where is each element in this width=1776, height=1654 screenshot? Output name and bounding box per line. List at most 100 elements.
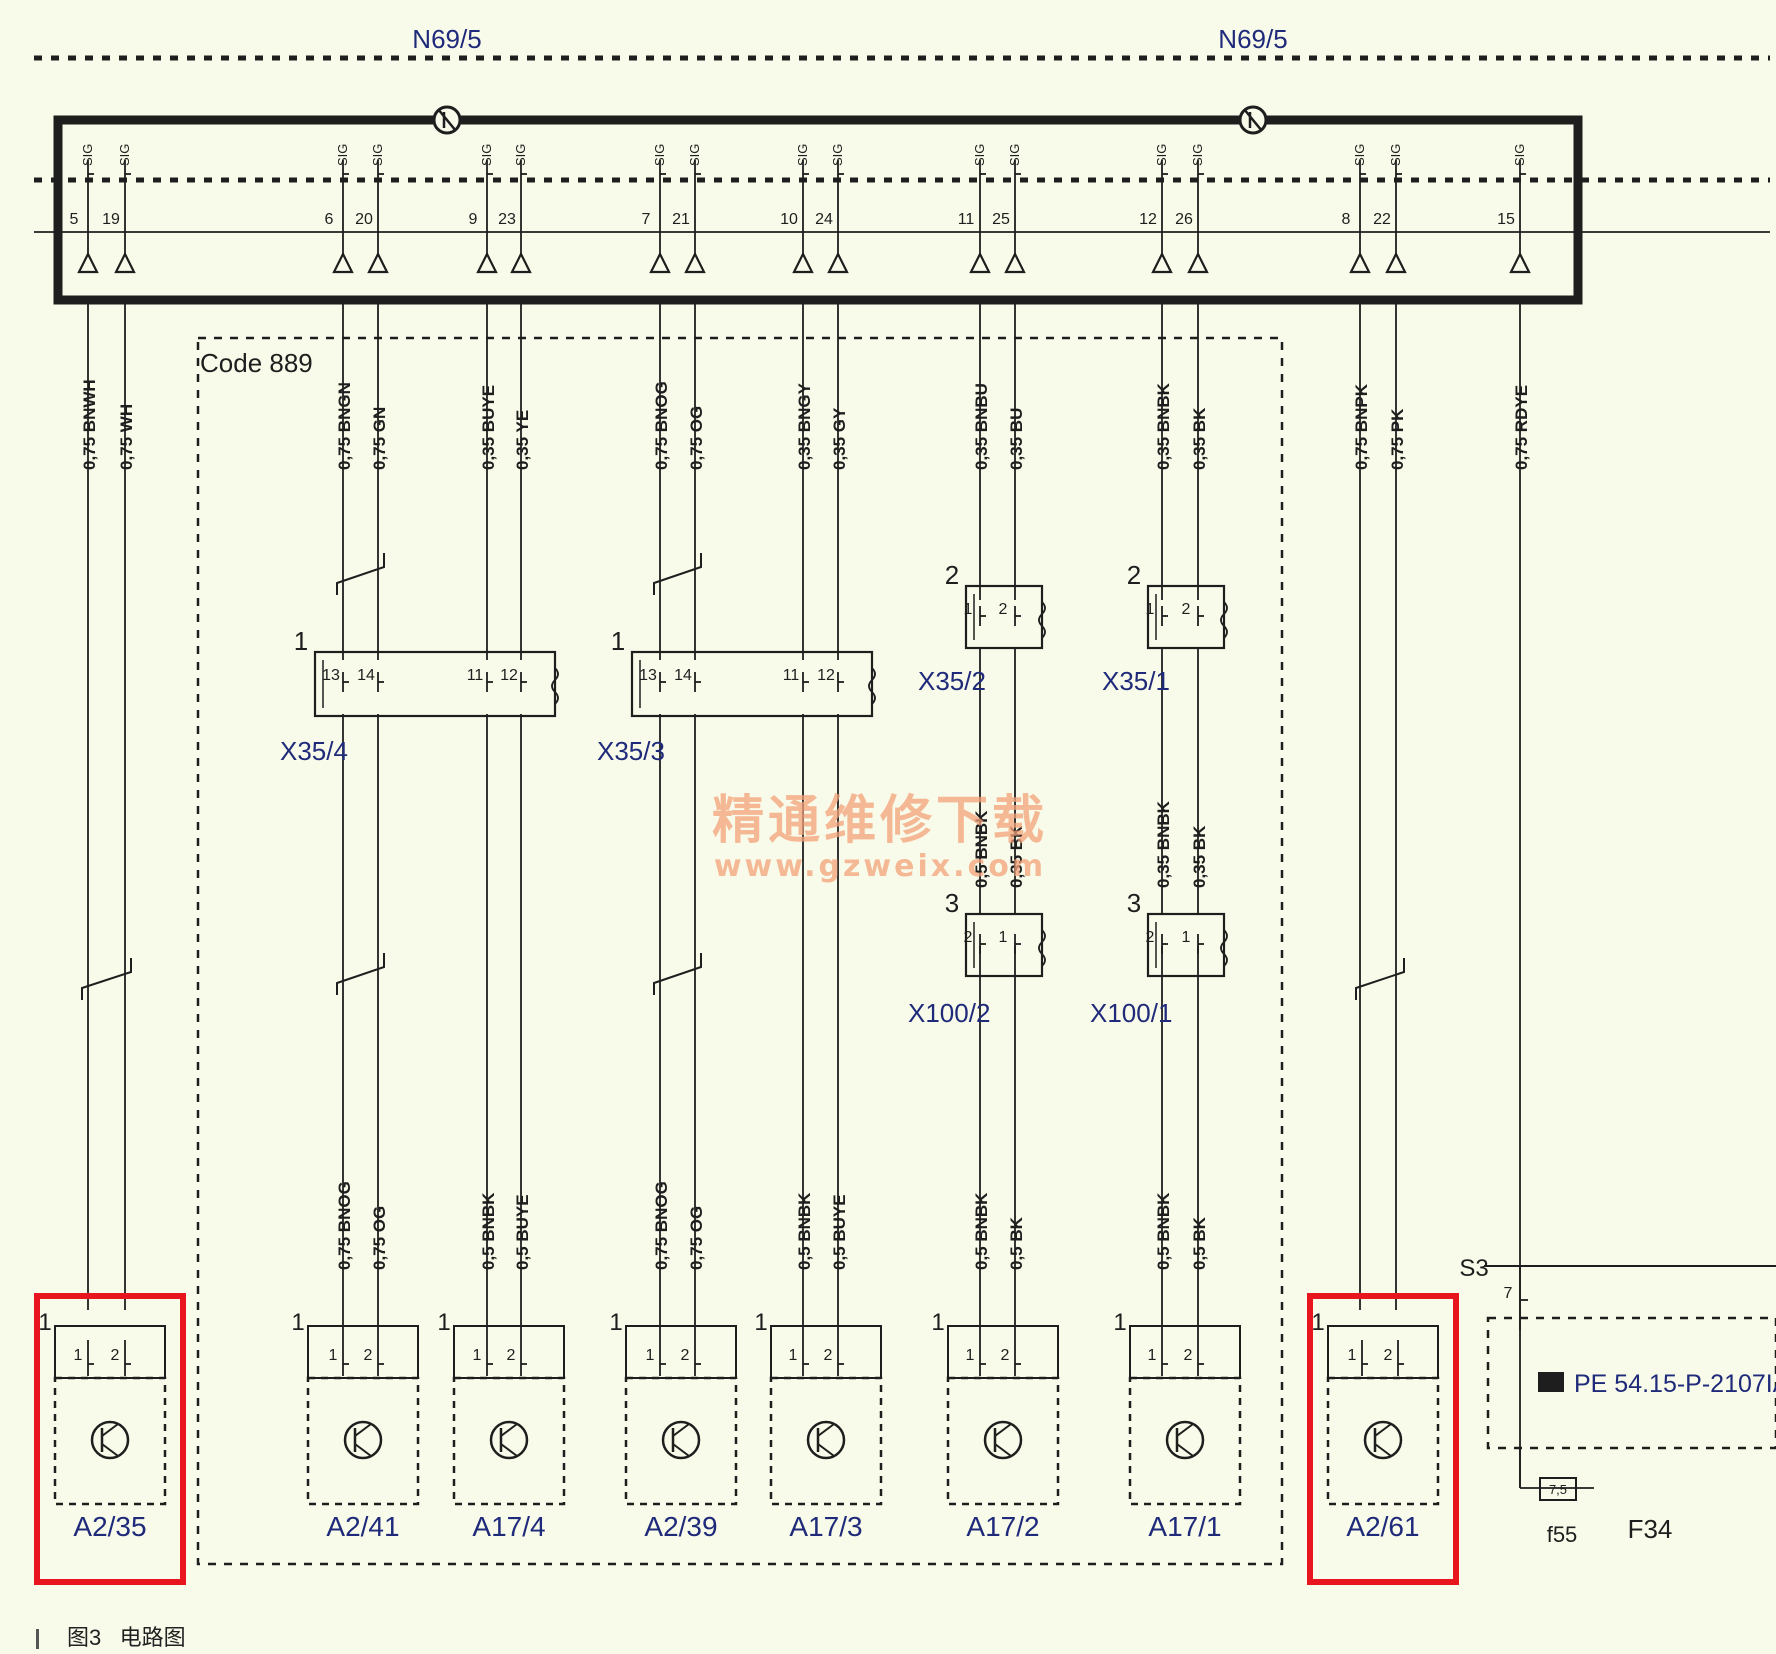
wire-label-lower: 0,75 BNOG (652, 1181, 671, 1270)
pin-input-arrow (77, 251, 99, 274)
pin-number: 23 (498, 211, 516, 228)
transistor-emitter (672, 1443, 690, 1457)
pin-number: 7 (642, 211, 651, 228)
wire-label-upper: 0,35 GY (830, 407, 849, 470)
component-label: A17/3 (789, 1511, 862, 1542)
wire-label-lower: 0,75 OG (370, 1206, 389, 1270)
figure-caption: 图3 电路图 (36, 1620, 186, 1652)
s3-label: S3 (1459, 1255, 1488, 1282)
figure-number: 图3 (67, 1625, 102, 1650)
component-label: A2/35 (73, 1511, 146, 1542)
component-pin-number: 2 (1184, 1347, 1193, 1364)
fuse-group-label: F34 (1628, 1514, 1673, 1544)
transistor-sensor-icon (90, 1420, 130, 1460)
component-pin-number: 2 (507, 1347, 516, 1364)
pin-input-arrow (969, 251, 991, 274)
component-number: 1 (931, 1309, 944, 1336)
wire-label-upper: 0,35 YE (513, 410, 532, 470)
twisted-pair-mark (336, 553, 385, 595)
transistor-collector (500, 1423, 518, 1437)
component-pin-number: 2 (1001, 1347, 1010, 1364)
pin-number: 10 (780, 211, 798, 228)
pin-input-arrow (476, 251, 498, 274)
component-label: A17/2 (966, 1511, 1039, 1542)
component-number: 1 (1113, 1309, 1126, 1336)
wire-label-upper: 0,75 BNOG (652, 381, 671, 470)
pin-sig-label: SIG (1007, 144, 1022, 166)
pin-sig-label: SIG (1190, 144, 1205, 166)
pin-input-arrow (332, 251, 354, 274)
pin-number: 12 (1139, 211, 1157, 228)
pin-sig-label: SIG (117, 144, 132, 166)
connector-pin-number: 14 (674, 667, 692, 684)
twisted-pair-mark (1355, 958, 1405, 1000)
wire-label-upper: 0,35 BNGY (795, 382, 814, 470)
watermark-url: www.gzweix.com (713, 849, 1047, 884)
pin-number: 19 (102, 211, 120, 228)
component-number: 1 (291, 1309, 304, 1336)
pin-input-arrow (1349, 251, 1371, 274)
pin-sig-label: SIG (830, 144, 845, 166)
fuse-name: f55 (1547, 1522, 1578, 1547)
connector-wavy-edge (1038, 929, 1046, 967)
connector-label: X35/1 (1102, 666, 1170, 696)
wire-label-lower: 0,75 BNOG (335, 1181, 354, 1270)
component-pin-number: 2 (681, 1347, 690, 1364)
connector-pin-number: 14 (357, 667, 375, 684)
transistor-emitter (354, 1443, 372, 1457)
transistor-emitter (500, 1443, 518, 1457)
connector-number: 3 (1127, 888, 1141, 918)
component-pin-number: 1 (1348, 1347, 1357, 1364)
wire-label-lower: 0,5 BNBK (1154, 1192, 1173, 1270)
wire-label-upper: 0,75 BNGN (335, 382, 354, 470)
pin-number: 5 (70, 211, 79, 228)
wire-label-mid: 0,35 BNBK (1154, 800, 1173, 888)
wire-label-lower: 0,5 BNBK (795, 1192, 814, 1270)
component-label: A2/39 (644, 1511, 717, 1542)
connector-X35/3 (630, 650, 874, 718)
connector-pin-number: 2 (964, 929, 973, 946)
component-body (53, 1376, 167, 1506)
transistor-collector (354, 1423, 372, 1437)
transistor-emitter (817, 1443, 835, 1457)
component-number: 1 (609, 1309, 622, 1336)
pin-number: 25 (992, 211, 1010, 228)
connector-X35/2 (964, 584, 1044, 650)
pin-sig-label: SIG (370, 144, 385, 166)
wire-label-upper: 0,35 BNBK (1154, 382, 1173, 470)
fuse-body (1539, 1477, 1577, 1501)
connector-pin-number: 1 (1146, 601, 1155, 618)
pin-sig-label: SIG (1154, 144, 1169, 166)
component-number: 1 (754, 1309, 767, 1336)
connector-X35/4 (313, 650, 557, 718)
figure-title: 电路图 (119, 1625, 186, 1650)
connector-wavy-edge (868, 667, 876, 705)
pin-number: 21 (672, 211, 690, 228)
component-body (1128, 1376, 1242, 1506)
component-pin-number: 1 (966, 1347, 975, 1364)
wire-label-upper: 0,75 PK (1388, 408, 1407, 470)
component-pin-number: 2 (1384, 1347, 1393, 1364)
component-number: 1 (1311, 1309, 1324, 1336)
transistor-emitter (101, 1443, 119, 1457)
watermark: 精通维修下载 www.gzweix.com (712, 778, 1048, 884)
pin-input-arrow (1187, 251, 1209, 274)
transistor-sensor-icon (1363, 1420, 1403, 1460)
connector-pin-number: 11 (783, 667, 800, 684)
wire-label-upper: 0,35 BU (1007, 408, 1026, 470)
connector-pin-number: 2 (1146, 929, 1155, 946)
pe-reference-label: PE 54.15-P-2107IAA (1574, 1370, 1776, 1398)
pin-sig-label: SIG (80, 144, 95, 166)
pin-number: 24 (815, 211, 833, 228)
transistor-sensor-icon (661, 1420, 701, 1460)
pin-number: 22 (1373, 211, 1391, 228)
pin-sig-label: SIG (652, 144, 667, 166)
component-pin-number: 1 (74, 1347, 83, 1364)
connector-wavy-edge (1220, 601, 1228, 639)
pin-sig-label: SIG (1512, 144, 1527, 166)
component-label: A17/4 (472, 1511, 545, 1542)
component-pin-number: 2 (824, 1347, 833, 1364)
wire-label-upper: 0,75 BNPK (1352, 383, 1371, 470)
pin-number: 9 (469, 211, 478, 228)
